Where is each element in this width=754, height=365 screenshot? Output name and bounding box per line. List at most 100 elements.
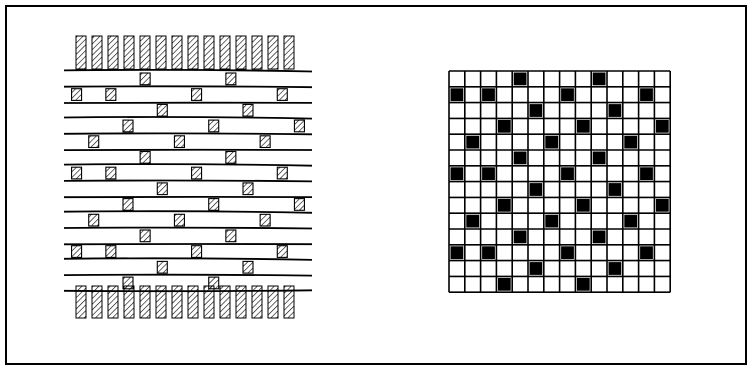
warp-end-top <box>268 36 278 69</box>
warp-interlacing <box>243 104 253 116</box>
marked-cell <box>482 246 495 259</box>
marked-cell <box>530 183 543 196</box>
weft-edge-line <box>64 181 312 182</box>
marked-cell <box>640 88 653 101</box>
warp-interlacing <box>140 230 150 242</box>
warp-interlacing <box>140 73 150 85</box>
warp-interlacing <box>294 120 304 132</box>
warp-interlacing <box>209 120 219 132</box>
warp-interlacing <box>123 277 133 289</box>
marked-cell <box>498 278 511 291</box>
warp-interlacing <box>277 167 287 179</box>
marked-cell <box>482 167 495 180</box>
warp-end-top <box>156 36 166 69</box>
weft-edge-line <box>64 164 312 166</box>
warp-interlacing <box>89 136 99 148</box>
warp-interlacing <box>260 214 270 226</box>
warp-interlacing <box>226 230 236 242</box>
marked-cell <box>624 215 637 228</box>
warp-interlacing <box>106 246 116 258</box>
marked-cell <box>640 246 653 259</box>
warp-end-top <box>108 36 118 69</box>
warp-end-top <box>220 36 230 69</box>
warp-interlacing <box>174 214 184 226</box>
marked-cell <box>624 136 637 149</box>
marked-cell <box>514 231 527 244</box>
marked-cell <box>577 199 590 212</box>
marked-cell <box>482 88 495 101</box>
weft-edge-line <box>64 86 312 87</box>
marked-cell <box>545 215 558 228</box>
marked-cell <box>656 120 669 133</box>
weft-edge-line <box>64 117 312 119</box>
warp-interlacing <box>294 199 304 211</box>
warp-interlacing <box>89 214 99 226</box>
warp-interlacing <box>226 73 236 85</box>
marked-cell <box>593 231 606 244</box>
marked-cell <box>561 246 574 259</box>
marked-cell <box>514 152 527 165</box>
weft-edge-line <box>64 258 312 260</box>
warp-end-top <box>284 36 294 69</box>
marked-cell <box>577 278 590 291</box>
warp-end-top <box>92 36 102 69</box>
warp-end-top <box>236 36 246 69</box>
marked-cell <box>609 183 622 196</box>
warp-interlacing <box>243 183 253 195</box>
warp-interlacing <box>72 167 82 179</box>
marked-cell <box>609 262 622 275</box>
warp-interlacing <box>72 246 82 258</box>
woven-fabric-drawing <box>64 36 312 318</box>
warp-interlacing <box>106 89 116 101</box>
warp-interlacing <box>192 167 202 179</box>
weft-edge-line <box>64 290 312 291</box>
marked-cell <box>545 136 558 149</box>
marked-cell <box>451 167 464 180</box>
weft-edge-line <box>64 275 312 276</box>
warp-interlacing <box>277 246 287 258</box>
weft-edge-line <box>64 133 312 134</box>
warp-interlacing <box>226 152 236 164</box>
warp-end-top <box>124 36 134 69</box>
marked-cell <box>466 136 479 149</box>
marked-cell <box>514 73 527 86</box>
warp-interlacing <box>123 120 133 132</box>
marked-cell <box>609 104 622 117</box>
warp-end-top <box>172 36 182 69</box>
warp-interlacing <box>260 136 270 148</box>
warp-interlacing <box>72 89 82 101</box>
marked-cell <box>451 88 464 101</box>
marked-cell <box>498 120 511 133</box>
warp-interlacing <box>243 261 253 273</box>
warp-interlacing <box>192 89 202 101</box>
warp-interlacing <box>209 277 219 289</box>
marked-cell <box>656 199 669 212</box>
warp-interlacing <box>174 136 184 148</box>
warp-interlacing <box>157 183 167 195</box>
marked-cell <box>593 152 606 165</box>
warp-interlacing <box>157 104 167 116</box>
marked-cell <box>451 246 464 259</box>
marked-cell <box>498 199 511 212</box>
warp-end-top <box>252 36 262 69</box>
marked-cell <box>561 167 574 180</box>
warp-end-top <box>204 36 214 69</box>
marked-cell <box>577 120 590 133</box>
warp-end-top <box>76 36 86 69</box>
warp-interlacing <box>277 89 287 101</box>
weft-edge-line <box>64 228 312 229</box>
warp-end-top <box>188 36 198 69</box>
warp-interlacing <box>157 261 167 273</box>
marked-cell <box>561 88 574 101</box>
warp-interlacing <box>209 199 219 211</box>
marked-cell <box>640 167 653 180</box>
warp-end-top <box>140 36 150 69</box>
weft-edge-line <box>64 70 312 72</box>
weft-edge-line <box>64 211 312 213</box>
marked-cell <box>530 262 543 275</box>
marked-cell <box>593 73 606 86</box>
warp-interlacing <box>140 152 150 164</box>
point-paper-design <box>449 71 670 292</box>
warp-interlacing <box>192 246 202 258</box>
